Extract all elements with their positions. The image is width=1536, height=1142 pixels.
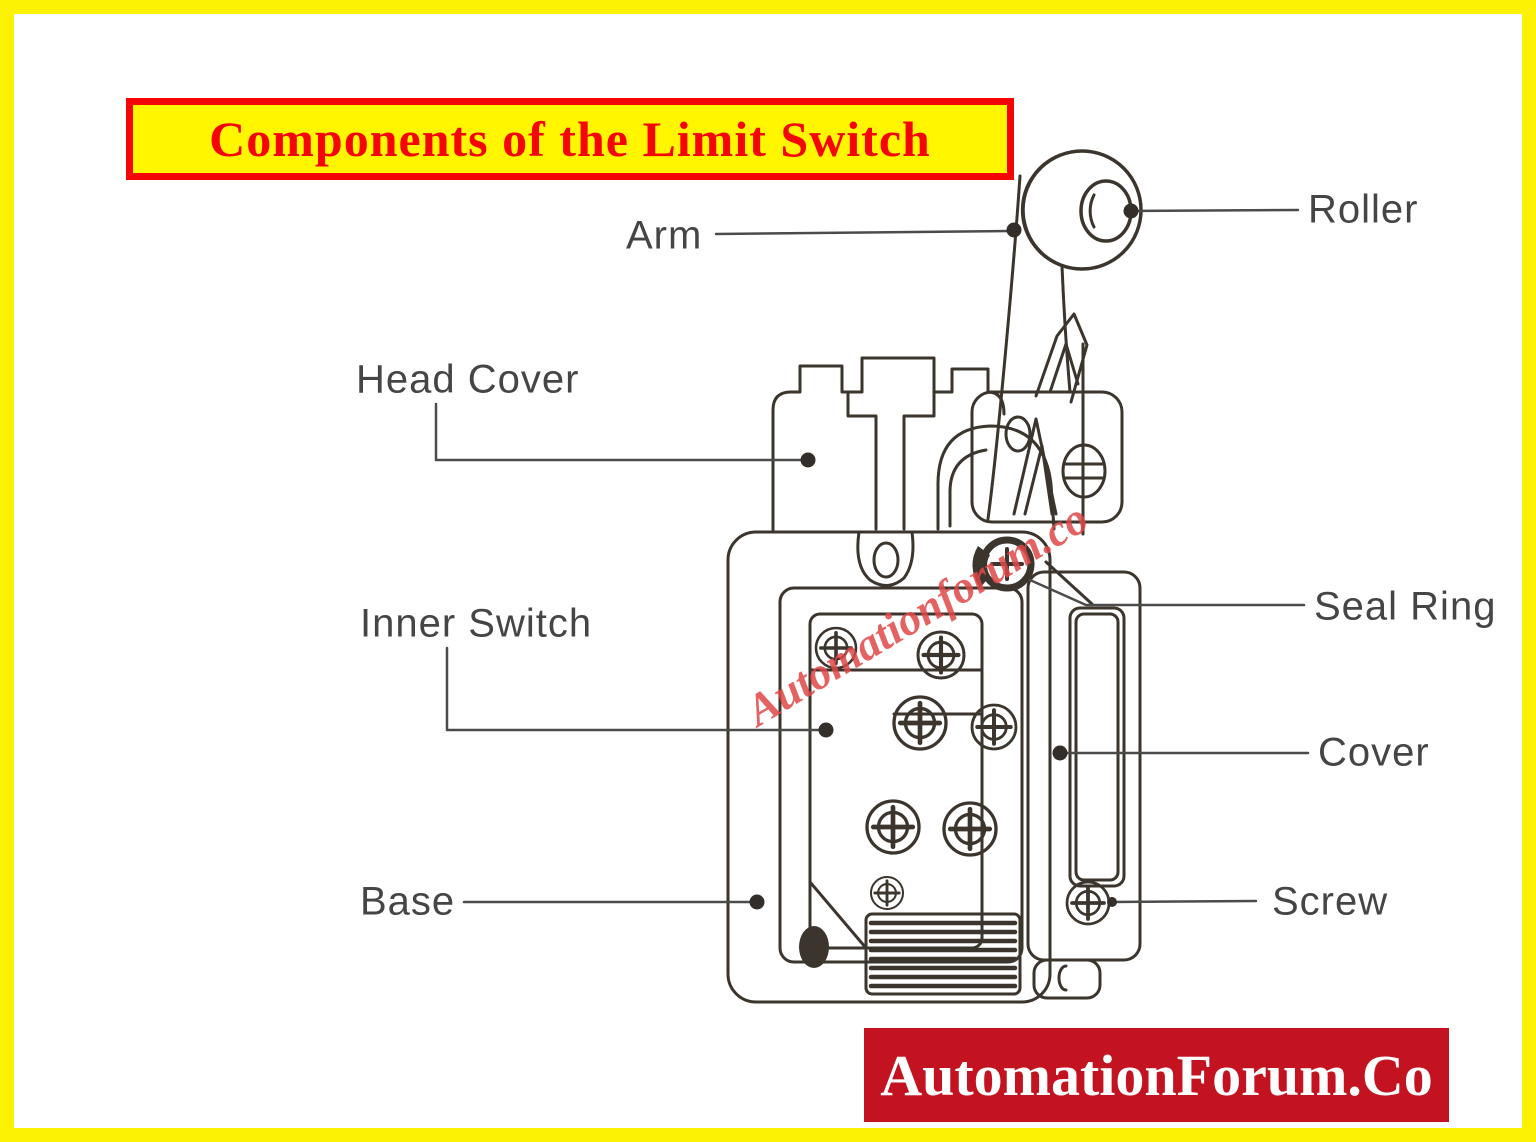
- leader-seal-ring: [1028, 578, 1306, 607]
- leader-head-cover: [434, 402, 816, 468]
- head-cover-shape: [771, 356, 1056, 534]
- leader-inner-switch: [445, 646, 834, 738]
- label-base: Base: [360, 879, 456, 924]
- leader-screw: [1107, 897, 1258, 907]
- label-inner-switch: Inner Switch: [360, 601, 593, 646]
- arm-shape: [970, 174, 1124, 536]
- limit-switch-drawing: [434, 149, 1310, 1004]
- leader-cover: [1052, 745, 1310, 761]
- seal-ring-shape: [972, 536, 1035, 592]
- logo-box: AutomationForum.Co: [864, 1028, 1449, 1122]
- title-box: Components of the Limit Switch: [126, 98, 1014, 180]
- label-arm: Arm: [626, 213, 703, 258]
- roller-shape: [1020, 149, 1143, 271]
- conduit-threads-shape: [864, 912, 1022, 996]
- leader-base: [462, 894, 765, 910]
- page-title: Components of the Limit Switch: [209, 111, 931, 167]
- leader-roller: [1123, 203, 1300, 219]
- label-cover: Cover: [1318, 730, 1430, 775]
- cover-plate-shape: [1026, 560, 1142, 1000]
- label-head-cover: Head Cover: [356, 357, 580, 402]
- screw-shape: [1065, 880, 1111, 926]
- label-screw: Screw: [1272, 879, 1389, 924]
- label-seal-ring: Seal Ring: [1314, 584, 1497, 629]
- label-roller: Roller: [1308, 187, 1419, 232]
- leader-arm: [714, 222, 1022, 238]
- logo-text: AutomationForum.Co: [880, 1042, 1433, 1108]
- leader-lines: [434, 203, 1310, 910]
